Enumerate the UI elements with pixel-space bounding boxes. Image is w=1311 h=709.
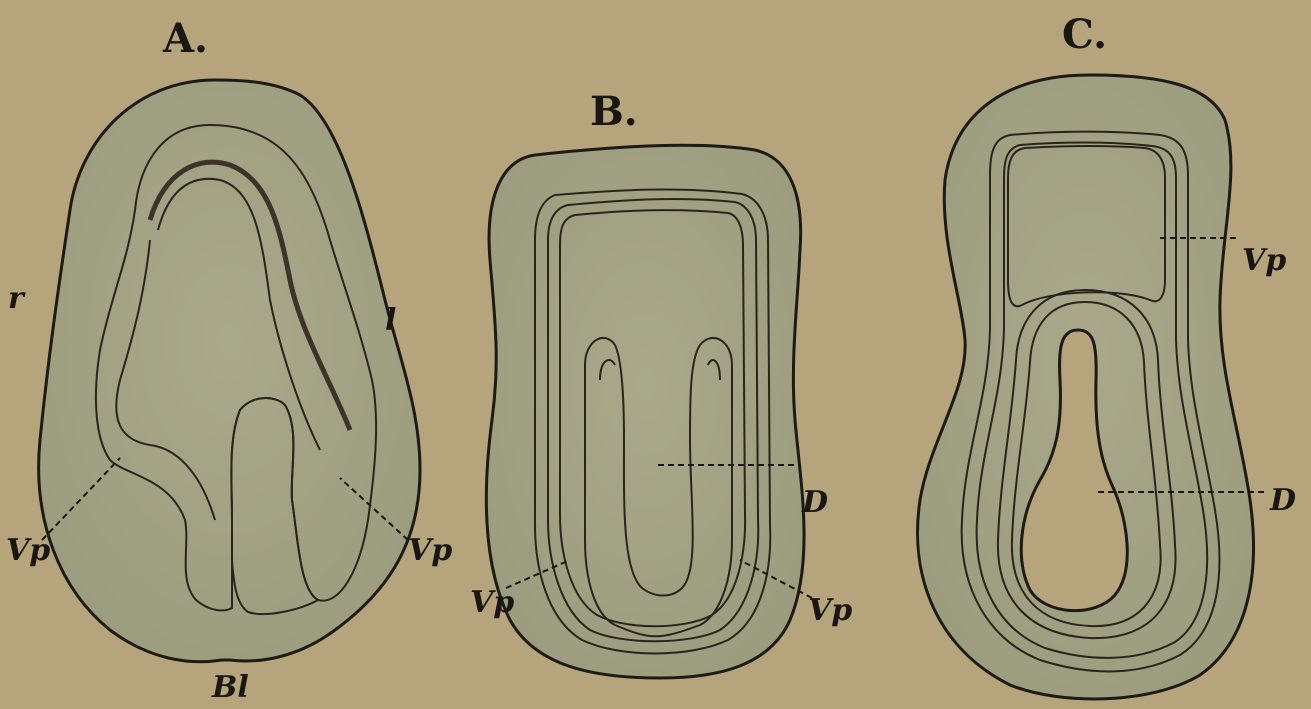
panel-c-label-vp: Vp: [1242, 243, 1286, 278]
panel-c-label-d: D: [1269, 483, 1296, 518]
panel-b-label-vp-right: Vp: [808, 593, 852, 628]
panel-a-label-r: r: [8, 281, 26, 316]
panel-a-label-bl: Bl: [211, 670, 249, 705]
panel-b-label-vp-left: Vp: [470, 585, 514, 620]
panel-c-title: C.: [1062, 11, 1107, 58]
panel-a-title: A.: [162, 15, 208, 62]
panel-a: A. r l Vp Vp Bl: [6, 15, 452, 705]
panel-b-label-d: D: [801, 485, 828, 520]
panel-b-title: B.: [590, 88, 638, 135]
panel-a-label-l: l: [385, 303, 396, 338]
panel-b: B. D Vp Vp: [470, 88, 852, 678]
panel-c: C. Vp D: [918, 11, 1296, 699]
panel-a-label-vp-right: Vp: [408, 533, 452, 568]
